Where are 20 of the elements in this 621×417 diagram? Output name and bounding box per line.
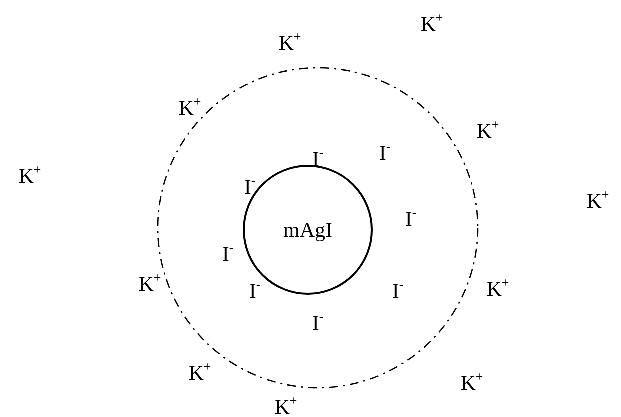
ion-label: K$^{+}$ <box>178 95 202 119</box>
ion-label: I$^{-}$ <box>379 140 391 164</box>
ion-label: K$^{+}$ <box>476 118 500 142</box>
ion-label: K$^{+}$ <box>274 394 298 417</box>
ion-label: K$^{+}$ <box>460 370 484 394</box>
ion-label: K$^{+}$ <box>486 276 510 300</box>
ion-label: I$^{-}$ <box>392 278 404 302</box>
ion-label: K$^{+}$ <box>278 30 302 54</box>
ion-label: I$^{-}$ <box>222 241 234 265</box>
ion-label: I$^{-}$ <box>312 310 324 334</box>
ion-label: K$^{+}$ <box>188 360 212 384</box>
ion-label: K$^{+}$ <box>18 163 42 187</box>
ion-label: K$^{+}$ <box>138 271 162 295</box>
ion-label: K$^{+}$ <box>586 188 610 212</box>
ion-label: K$^{+}$ <box>420 11 444 35</box>
particle-label: mAgI <box>284 218 332 242</box>
ion-label: I$^{-}$ <box>249 278 261 302</box>
ion-label: I$^{-}$ <box>405 206 417 230</box>
ion-label: I$^{-}$ <box>312 146 324 170</box>
ion-label: I$^{-}$ <box>244 174 256 198</box>
